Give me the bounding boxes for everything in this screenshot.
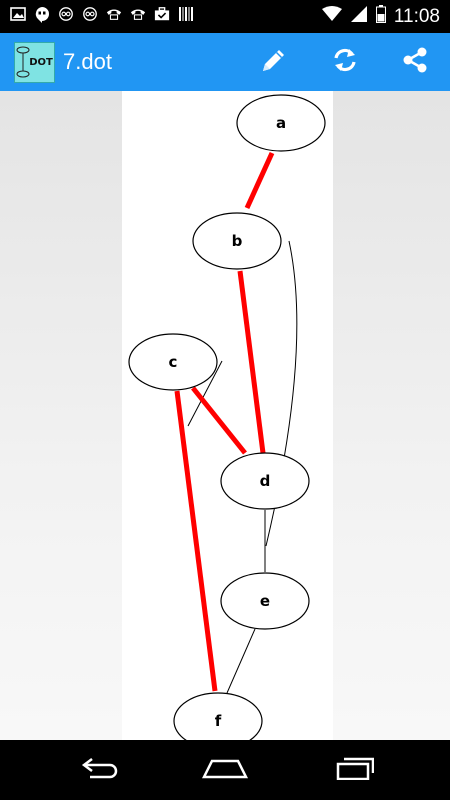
edit-button[interactable] bbox=[254, 42, 294, 82]
graph-node: b bbox=[192, 212, 282, 270]
share-button[interactable] bbox=[395, 42, 435, 82]
phone-icon bbox=[106, 6, 122, 22]
phone-icon bbox=[130, 6, 146, 22]
home-icon bbox=[200, 755, 250, 786]
briefcase-check-icon bbox=[154, 6, 170, 22]
node-label: e bbox=[260, 592, 270, 610]
graph-node: e bbox=[220, 572, 310, 630]
document-title: 7.dot bbox=[63, 49, 112, 74]
voicemail-icon bbox=[58, 6, 74, 22]
refresh-icon bbox=[330, 45, 360, 80]
graph-node: a bbox=[236, 94, 326, 152]
pencil-icon bbox=[259, 45, 289, 80]
back-button[interactable] bbox=[70, 752, 130, 788]
edge-b-d bbox=[237, 270, 266, 454]
voicemail-icon bbox=[82, 6, 98, 22]
node-label: a bbox=[276, 114, 286, 132]
signal-icon bbox=[350, 5, 368, 28]
navigation-bar bbox=[0, 740, 450, 800]
graph-viewer[interactable]: a b c d e f bbox=[0, 91, 450, 740]
node-label: c bbox=[169, 353, 178, 371]
edge-c-d bbox=[191, 386, 247, 455]
node-label: b bbox=[232, 232, 243, 250]
graph-diagram: a b c d e f bbox=[128, 94, 326, 740]
edge-c-f bbox=[174, 390, 218, 692]
action-bar: DOT 7.dot bbox=[0, 33, 450, 91]
node-label: f bbox=[215, 712, 222, 730]
recents-button[interactable] bbox=[322, 752, 382, 788]
system-indicators: 11:08 bbox=[321, 5, 440, 28]
graph-canvas bbox=[122, 91, 333, 740]
edge-a-b bbox=[244, 151, 275, 210]
edge-b-c bbox=[187, 360, 223, 427]
battery-icon bbox=[375, 5, 386, 28]
graph-node: d bbox=[220, 452, 310, 510]
back-icon bbox=[78, 756, 122, 785]
app-icon-label: DOT bbox=[29, 57, 53, 68]
recents-icon bbox=[330, 756, 375, 785]
graph-node: c bbox=[128, 333, 218, 391]
node-label: d bbox=[260, 472, 271, 490]
graph-node: f bbox=[173, 692, 263, 740]
share-icon bbox=[400, 45, 430, 80]
barcode-icon bbox=[178, 6, 194, 22]
notification-icons bbox=[10, 6, 194, 23]
status-clock: 11:08 bbox=[393, 5, 440, 27]
status-bar: 11:08 bbox=[0, 0, 450, 33]
home-button[interactable] bbox=[195, 752, 255, 788]
wifi-icon bbox=[321, 6, 342, 27]
edge-e-f bbox=[226, 628, 256, 694]
hangouts-icon bbox=[34, 6, 50, 23]
app-icon: DOT bbox=[14, 42, 55, 83]
image-icon bbox=[10, 6, 26, 22]
refresh-button[interactable] bbox=[325, 42, 365, 82]
